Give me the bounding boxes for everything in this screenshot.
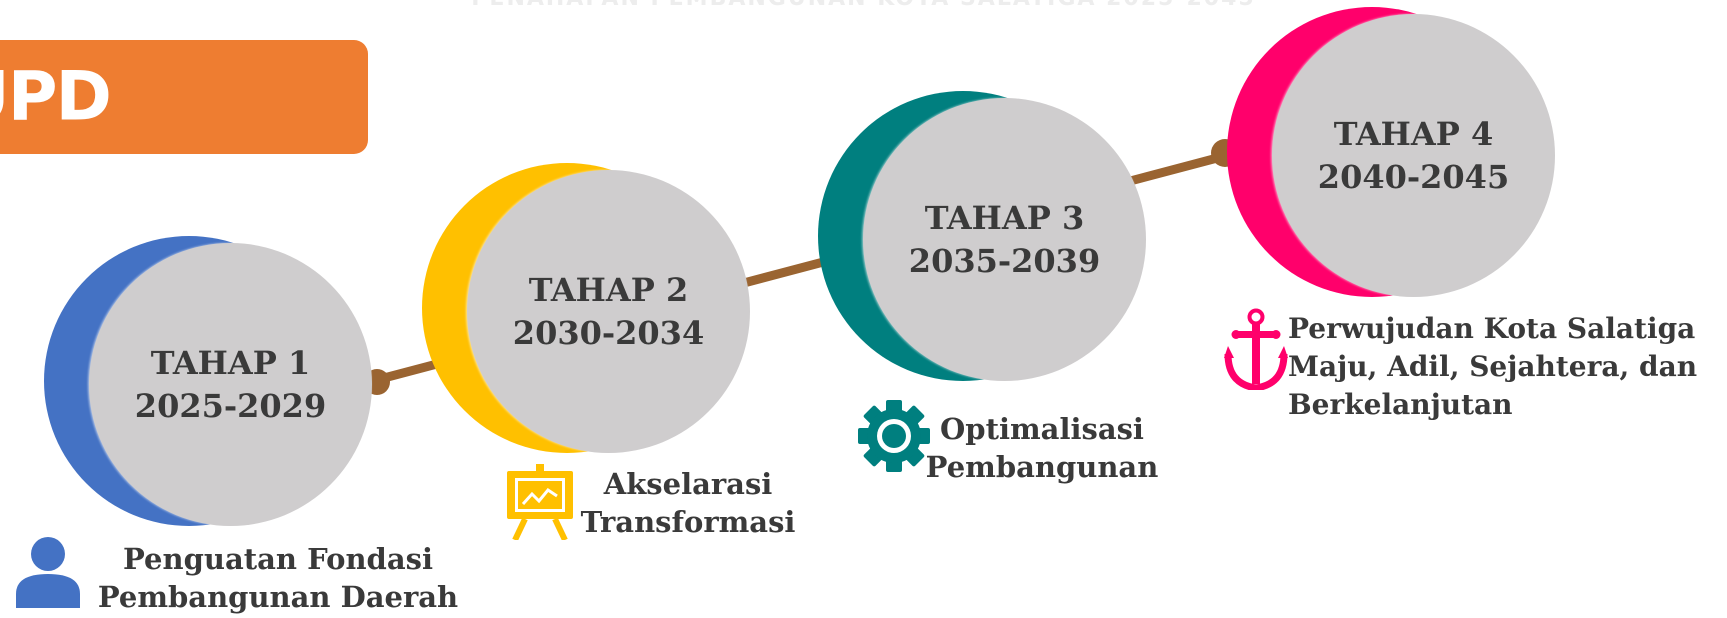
gear-icon [858,400,930,472]
stage-4: TAHAP 4 2040-2045 [1227,7,1587,297]
stage-2-disc: TAHAP 2 2030-2034 [467,170,750,453]
faded-page-title: PENAHAPAN PEMBANGUNAN KOTA SALATIGA 2025… [0,0,1727,11]
banner-text: UPD [0,57,112,137]
stage-1-title: TAHAP 1 [150,343,311,382]
person-icon [16,537,80,608]
stage-2-years: 2030-2034 [512,313,705,352]
stage-3-disc: TAHAP 3 2035-2039 [863,98,1146,381]
presentation-board-icon [507,464,573,540]
stage-4-disc: TAHAP 4 2040-2045 [1272,14,1555,297]
stage-4-years: 2040-2045 [1317,157,1510,196]
stage-2-title: TAHAP 2 [528,270,689,309]
stage-1-years: 2025-2029 [134,386,327,425]
stage-1-caption: Penguatan Fondasi Pembangunan Daerah [94,540,462,616]
stage-4-caption-line-3: Berkelanjutan [1288,388,1513,421]
stage-2-caption-line-1: Akselarasi [603,467,773,501]
stage-1: TAHAP 1 2025-2029 [44,236,404,526]
stage-3-caption-line-2: Pembangunan [925,450,1159,484]
stage-3-title: TAHAP 3 [924,198,1085,237]
stage-3-caption: Optimalisasi Pembangunan [924,410,1160,486]
stage-3-caption-line-1: Optimalisasi [940,412,1144,446]
stage-4-caption: Perwujudan Kota Salatiga Maju, Adil, Sej… [1288,310,1697,424]
stage-1-disc: TAHAP 1 2025-2029 [89,243,372,526]
stage-3: TAHAP 3 2035-2039 [818,91,1178,381]
anchor-icon [1224,308,1288,390]
stage-2-caption-line-2: Transformasi [580,505,796,539]
stage-3-years: 2035-2039 [908,241,1101,280]
stage-4-title: TAHAP 4 [1333,114,1494,153]
stage-4-caption-line-2: Maju, Adil, Sejahtera, dan [1288,350,1698,383]
section-banner: UPD [0,40,368,154]
stage-2: TAHAP 2 2030-2034 [422,163,782,453]
stage-4-caption-line-1: Perwujudan Kota Salatiga [1288,312,1696,345]
stage-1-caption-line-1: Penguatan Fondasi [123,542,433,576]
stage-1-caption-line-2: Pembangunan Daerah [97,580,459,614]
stage-2-caption: Akselarasi Transformasi [578,465,798,541]
